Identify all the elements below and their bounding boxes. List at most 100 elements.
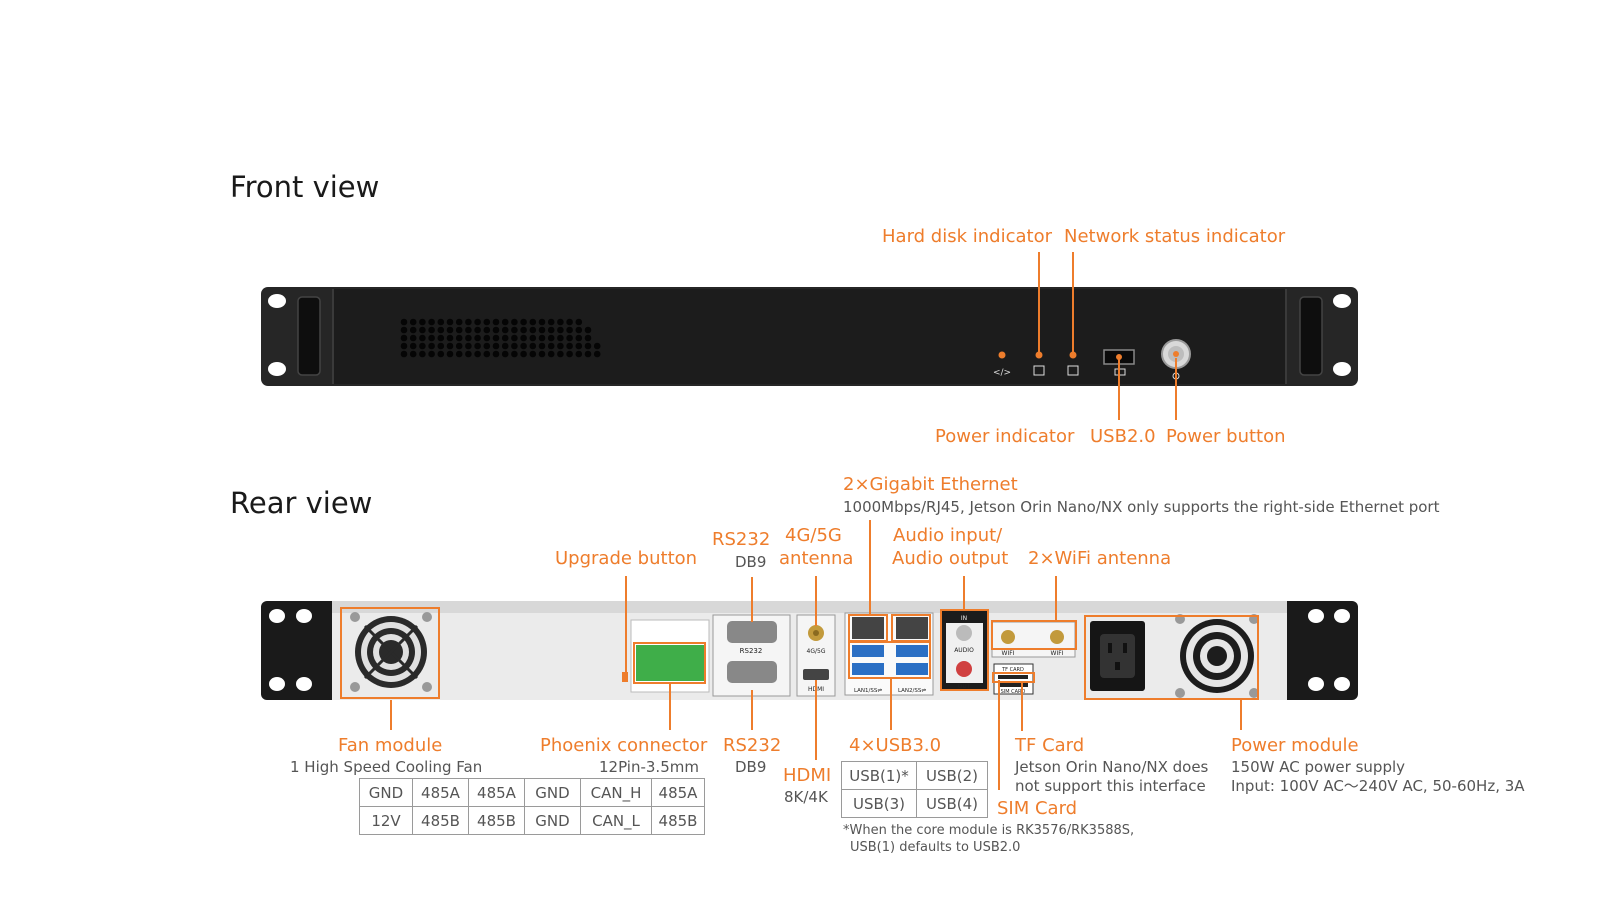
- vent-hole: [575, 342, 583, 350]
- vent-hole: [520, 350, 527, 358]
- vent-hole: [566, 334, 573, 342]
- audio-mark: AUDIO: [954, 647, 974, 654]
- vent-hole: [455, 334, 463, 342]
- pin-cell: 485B: [412, 806, 469, 835]
- vent-hole: [492, 318, 500, 326]
- vent-hole: [483, 318, 491, 326]
- vent-hole: [437, 326, 445, 334]
- vent-hole: [529, 318, 537, 326]
- vent-hole: [409, 350, 417, 358]
- dot-power-button: [1173, 351, 1179, 357]
- vent-hole: [483, 342, 491, 350]
- vent-hole: [474, 318, 481, 326]
- vent-hole: [557, 326, 564, 334]
- wifi-highlight: [991, 620, 1077, 650]
- usb-table: USB(1)* USB(2) USB(3) USB(4): [841, 761, 988, 818]
- vent-hole: [538, 350, 546, 358]
- label-hard-disk: Hard disk indicator: [882, 226, 1052, 247]
- desc-tf-line2: not support this interface: [1015, 777, 1206, 795]
- vent-hole: [446, 326, 454, 334]
- leader-antenna: [815, 576, 817, 626]
- vent-hole: [575, 350, 583, 358]
- vent-hole: [400, 326, 408, 334]
- vent-hole: [455, 342, 463, 350]
- audio-out-mark: OUT: [958, 683, 971, 690]
- desc-power-line2: Input: 100V AC～240V AC, 50-60Hz, 3A: [1231, 777, 1525, 795]
- label-power-indicator: Power indicator: [935, 426, 1075, 447]
- pin-cell: CAN_L: [580, 806, 652, 835]
- front-vent: [400, 318, 601, 358]
- vent-hole: [584, 342, 592, 350]
- vent-hole: [529, 350, 537, 358]
- rear-rs232: RS232: [712, 614, 791, 697]
- vent-hole: [566, 342, 573, 350]
- pin-cell: 12V: [359, 806, 413, 835]
- pin-cell: GND: [524, 778, 581, 807]
- desc-phoenix: 12Pin-3.5mm: [599, 758, 699, 776]
- leader-hard-disk: [1038, 252, 1040, 356]
- vent-hole: [437, 318, 445, 326]
- usb-table-row: USB(3) USB(4): [841, 789, 988, 818]
- vent-hole: [538, 326, 546, 334]
- desc-fan: 1 High Speed Cooling Fan: [290, 758, 483, 776]
- rear-audio: IN AUDIO OUT: [942, 611, 987, 690]
- eth-highlight-1: [848, 614, 888, 642]
- desc-hdmi: 8K/4K: [784, 788, 828, 806]
- vent-hole: [492, 342, 500, 350]
- front-view-heading: Front view: [230, 170, 380, 204]
- leader-power-button: [1175, 358, 1177, 420]
- vent-hole: [547, 326, 555, 334]
- vent-hole: [501, 342, 509, 350]
- vent-hole: [446, 334, 454, 342]
- lan1-mark: LAN1/SS⇌: [854, 688, 882, 694]
- vent-hole: [575, 326, 583, 334]
- vent-hole: [409, 326, 417, 334]
- vent-hole: [584, 326, 592, 334]
- vent-hole: [428, 318, 435, 326]
- vent-hole: [547, 318, 555, 326]
- vent-hole: [428, 334, 435, 342]
- desc-db9-bot: DB9: [735, 758, 767, 776]
- vent-hole: [557, 342, 564, 350]
- vent-hole: [511, 334, 518, 342]
- front-chassis: [261, 287, 1358, 386]
- usb-cell: USB(2): [916, 761, 988, 790]
- vent-hole: [409, 318, 417, 326]
- leader-fan: [390, 700, 392, 730]
- audio-highlight: [940, 609, 989, 691]
- leader-ethernet: [869, 520, 871, 615]
- leader-hdmi: [815, 680, 817, 760]
- label-rs232-bot: RS232: [723, 735, 782, 756]
- pin-cell: CAN_H: [580, 778, 652, 807]
- leader-audio: [963, 576, 965, 611]
- vent-hole: [492, 350, 500, 358]
- pin-table-row: GND 485A 485A GND CAN_H 485A: [359, 778, 705, 807]
- vent-hole: [465, 318, 472, 326]
- label-fan: Fan module: [338, 735, 443, 756]
- svg-text:</>: </>: [993, 368, 1011, 378]
- label-audio-l1: Audio input/: [893, 525, 1003, 546]
- vent-hole: [501, 326, 509, 334]
- vent-hole: [437, 350, 445, 358]
- tf-mark: TF CARD: [1001, 667, 1024, 673]
- pin-cell: 485A: [412, 778, 469, 807]
- rear-phoenix: [622, 619, 710, 693]
- vent-hole: [547, 334, 555, 342]
- vent-hole: [529, 334, 537, 342]
- vent-hole: [465, 350, 472, 358]
- vent-hole: [501, 318, 509, 326]
- vent-hole: [547, 350, 555, 358]
- pin-cell: 485A: [468, 778, 525, 807]
- vent-hole: [492, 334, 500, 342]
- desc-ethernet: 1000Mbps/RJ45, Jetson Orin Nano/NX only …: [843, 498, 1440, 516]
- tf-highlight: [992, 672, 1035, 683]
- label-sim: SIM Card: [997, 798, 1078, 819]
- vent-hole: [428, 342, 435, 350]
- rs232-mark: RS232: [740, 647, 763, 655]
- vent-hole: [520, 342, 527, 350]
- desc-power-line1: 150W AC power supply: [1231, 758, 1406, 776]
- usb-cell: USB(1)*: [841, 761, 917, 790]
- usb-note-line1: *When the core module is RK3576/RK3588S,: [843, 823, 1135, 838]
- vent-hole: [557, 318, 564, 326]
